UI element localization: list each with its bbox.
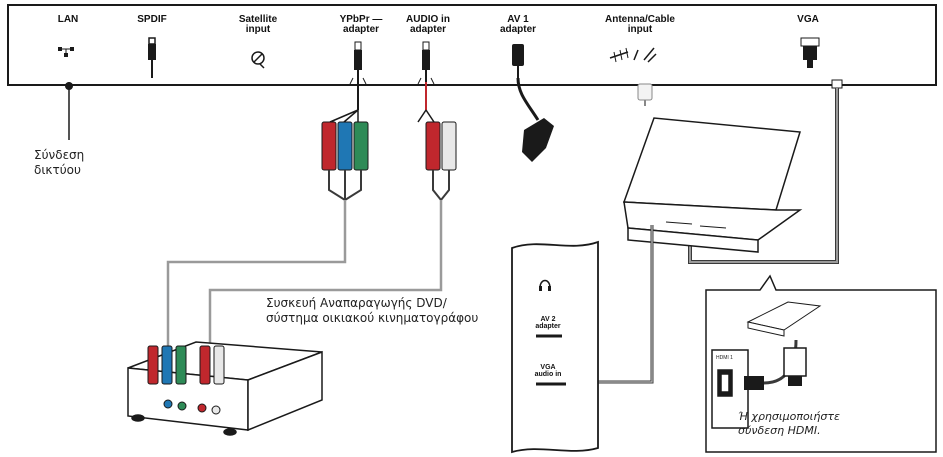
spdif-plug-icon xyxy=(148,37,156,78)
label-vga-audio: VGA audio in xyxy=(534,364,562,378)
inset-laptop xyxy=(746,301,822,337)
hdmi-plug xyxy=(744,339,807,390)
dvd-rca-plugs xyxy=(147,345,225,415)
label-av1: AV 1 adapter xyxy=(499,14,537,35)
label-satellite: Satellite input xyxy=(238,14,278,35)
label-ypbpr: YPbPr — adapter xyxy=(339,14,383,35)
headphone-icon xyxy=(539,279,551,291)
label-av2: AV 2 adapter xyxy=(535,316,561,330)
inset-tv-side xyxy=(711,349,749,429)
tv-side-panel xyxy=(511,240,599,454)
label-hdmi-port: HDMI 1 xyxy=(716,355,733,361)
label-dvd-device: Συσκευή Αναπαραγωγής DVD/ σύστημα οικιακ… xyxy=(266,296,479,325)
dvd-cables xyxy=(166,200,443,348)
tv-back-panel xyxy=(7,4,937,86)
audio-cable-group xyxy=(417,82,457,201)
vga-plug-icon xyxy=(800,37,820,68)
audio-cable xyxy=(590,225,654,384)
label-antenna: Antenna/Cable input xyxy=(604,14,675,35)
network-port-icon xyxy=(58,47,74,57)
label-spdif: SPDIF xyxy=(137,14,167,25)
audio-plug-icon xyxy=(417,41,435,85)
satellite-dish-icon xyxy=(251,51,265,69)
label-vga: VGA xyxy=(797,14,819,25)
label-hdmi-note: Ή χρησιμοποιήστε σύνδεση HDMI. xyxy=(738,410,840,437)
label-lan: LAN xyxy=(57,14,79,25)
ypbpr-cable-group xyxy=(321,82,369,201)
lan-cable xyxy=(65,82,73,140)
laptop-drawing xyxy=(622,117,803,253)
label-network-connection: Σύνδεση δικτύου xyxy=(34,148,85,177)
scart-adapter-icon xyxy=(512,44,554,162)
antenna-icon xyxy=(609,47,657,106)
ypbpr-plug-icon xyxy=(349,41,367,85)
label-audio-in: AUDIO in adapter xyxy=(406,14,450,35)
